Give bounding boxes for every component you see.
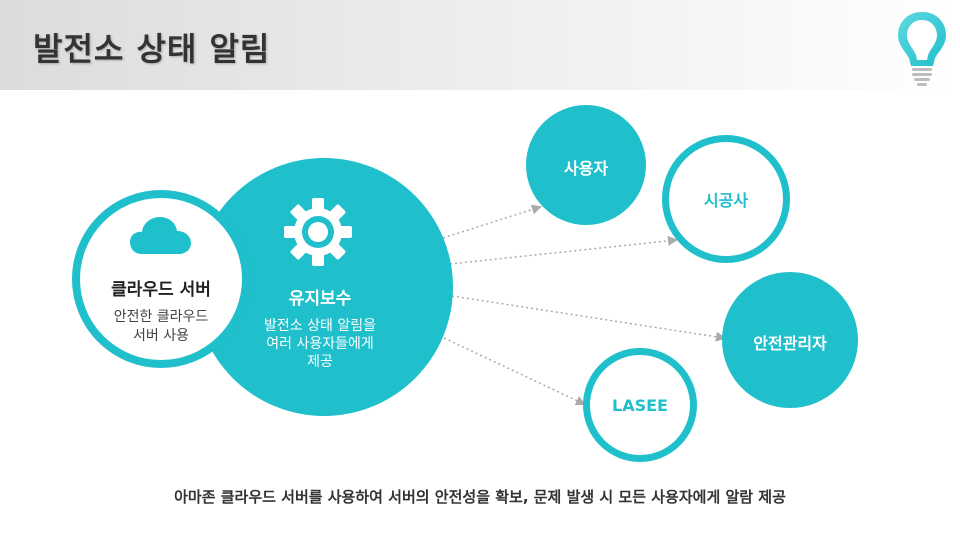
maintenance-desc-line3: 제공 [307, 354, 333, 370]
arrow-to-safety-manager [451, 295, 726, 342]
safety-manager-label: 안전관리자 [753, 334, 827, 353]
contractor-label: 시공사 [703, 191, 749, 210]
contractor-circle [662, 135, 790, 263]
cloud-icon [130, 217, 191, 254]
user-circle [526, 105, 646, 225]
maintenance-desc-line1: 발전소 상태 알림을 [264, 318, 376, 334]
lasee-label: LASEE [612, 396, 668, 415]
arrow-to-lasee [443, 337, 586, 406]
cloud-server-title: 클라우드 서버 [111, 280, 211, 300]
safety-manager-circle [722, 272, 858, 408]
arrow-to-user [442, 204, 542, 239]
title-bar [0, 0, 960, 90]
cloud-server-desc-line2: 서버 사용 [133, 328, 189, 344]
footer-caption: 아마존 클라우드 서버를 사용하여 서버의 안전성을 확보, 문제 발생 시 모… [174, 488, 786, 506]
page-title: 발전소 상태 알림 [33, 30, 271, 68]
user-label: 사용자 [563, 159, 609, 178]
arrow-to-contractor [449, 235, 678, 265]
maintenance-title: 유지보수 [288, 289, 352, 309]
maintenance-desc-line2: 여러 사용자들에게 [266, 336, 374, 352]
lightbulb-icon [898, 12, 946, 86]
gear-icon [284, 198, 352, 266]
cloud-server-desc-line1: 안전한 클라우드 [113, 309, 209, 325]
lasee-circle [583, 348, 697, 462]
